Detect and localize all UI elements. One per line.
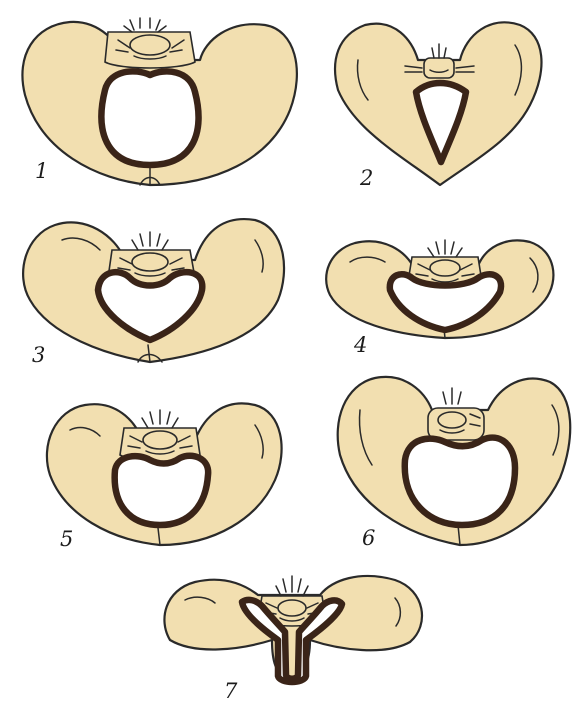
panel-number-6: 6 — [362, 526, 375, 550]
panel-number-7: 7 — [224, 679, 238, 701]
pelvis-panel-7: 7 — [164, 576, 422, 701]
panel-number-1: 1 — [35, 159, 48, 183]
sacrum — [105, 18, 195, 68]
pelvis-panel-1: 1 — [22, 18, 296, 185]
pelvis-panel-4: 4 — [326, 240, 553, 357]
panel-number-5: 5 — [60, 527, 73, 551]
pelvis-panel-6: 6 — [338, 377, 571, 550]
pelvis-panel-2: 2 — [335, 22, 541, 190]
sacrum — [428, 388, 484, 440]
pelvis-panel-3: 3 — [23, 219, 284, 367]
panel-number-2: 2 — [359, 166, 373, 190]
pelvis-panel-5: 5 — [47, 403, 282, 551]
panel-number-4: 4 — [353, 333, 367, 357]
panel-number-3: 3 — [32, 343, 45, 367]
